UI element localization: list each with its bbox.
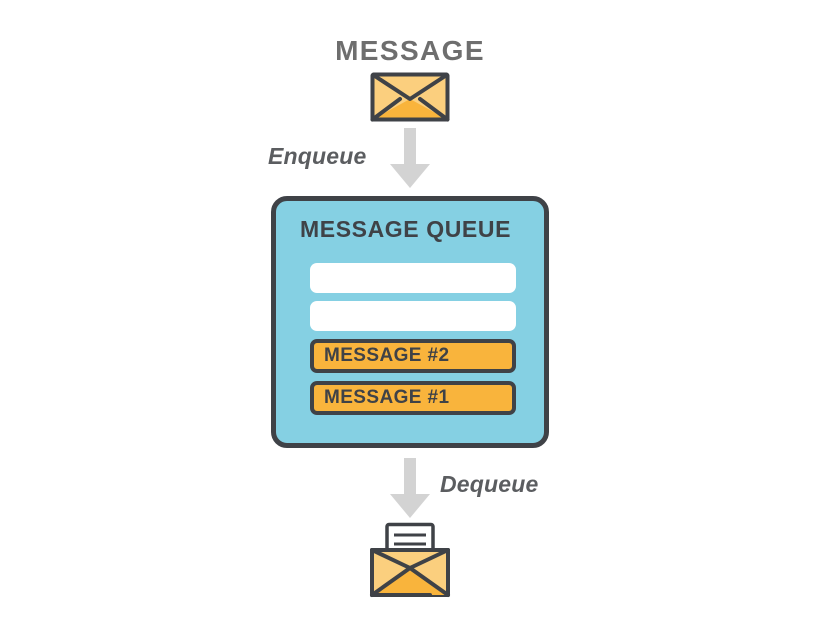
queue-slot-empty <box>310 301 516 331</box>
dequeue-label: Dequeue <box>440 471 539 497</box>
queue-slot-list: MESSAGE #2 MESSAGE #1 <box>310 263 516 423</box>
queue-slot-message[interactable]: MESSAGE #1 <box>310 381 516 415</box>
arrow-down-icon-enqueue <box>388 128 432 190</box>
envelope-closed-icon <box>370 72 450 122</box>
arrow-down-icon-dequeue <box>388 458 432 520</box>
queue-slot-empty <box>310 263 516 293</box>
message-queue-box: MESSAGE QUEUE MESSAGE #2 MESSAGE #1 <box>271 196 549 448</box>
envelope-open-icon <box>368 522 452 598</box>
enqueue-label: Enqueue <box>268 143 367 169</box>
queue-slot-message[interactable]: MESSAGE #2 <box>310 339 516 373</box>
queue-slot-label: MESSAGE #2 <box>324 345 450 366</box>
queue-slot-label: MESSAGE #1 <box>324 387 450 408</box>
queue-title: MESSAGE QUEUE <box>300 216 512 242</box>
page-title: MESSAGE <box>335 35 485 66</box>
